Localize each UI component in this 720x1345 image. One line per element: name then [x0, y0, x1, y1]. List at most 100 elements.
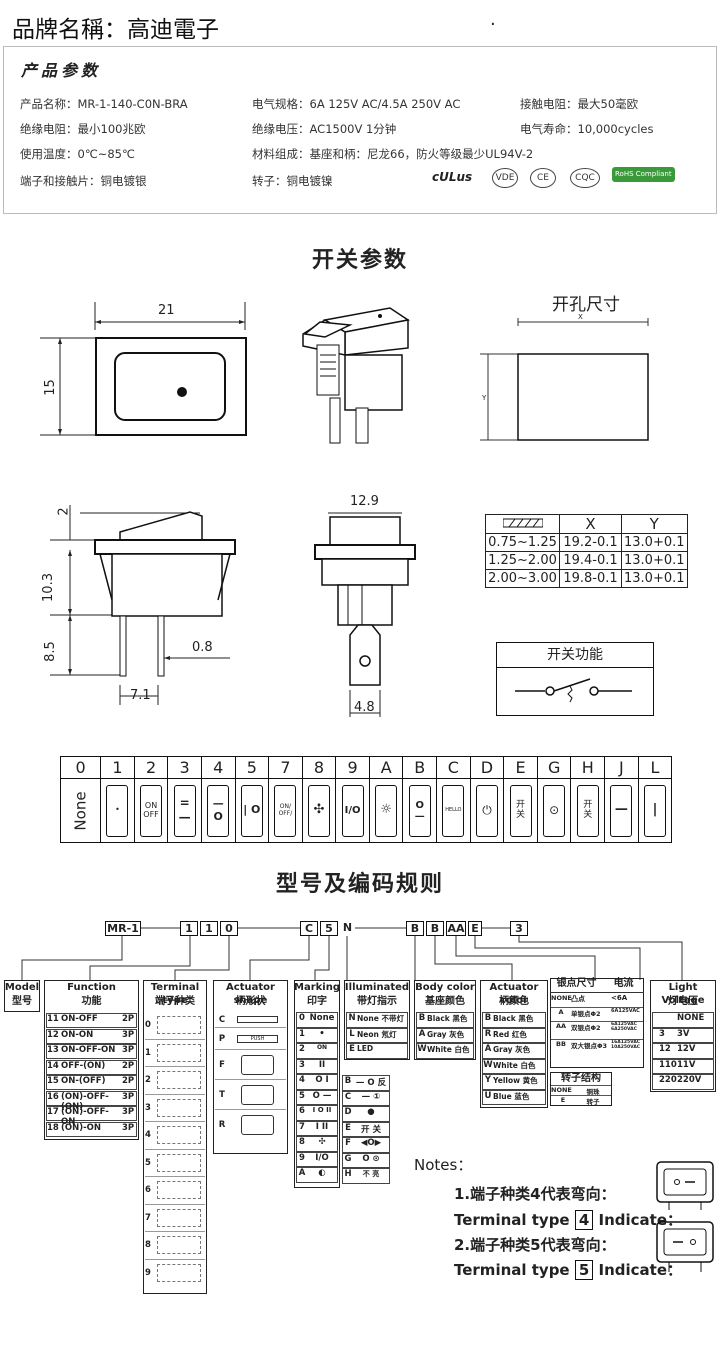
- group-contact: [550, 978, 644, 1068]
- strip-mark: O —: [402, 778, 438, 843]
- marking-code: 4: [299, 1075, 305, 1085]
- contact-code: A: [558, 1008, 564, 1016]
- iso-view-drawing: [302, 307, 410, 444]
- marking-value: I II: [315, 1121, 329, 1132]
- params-panel: [3, 46, 717, 214]
- note-2: 2.端子种类5代表弯向：: [454, 1236, 616, 1254]
- switch-function-title: 开关功能: [496, 642, 654, 668]
- marking-value: O —: [312, 1090, 332, 1101]
- code-box-voltage: 3: [510, 921, 528, 936]
- actuator-bar-circle-icon: | O: [240, 784, 263, 837]
- cert-cqc-icon: CQC: [570, 168, 600, 188]
- voltage-label-cn: 灯电压: [668, 996, 698, 1007]
- table-cell: 19.2-0.1: [559, 533, 622, 552]
- strip-mark-none: None: [59, 778, 102, 843]
- shape-code: F: [219, 1059, 225, 1070]
- cutout-y-label: Y: [482, 394, 487, 402]
- actuator-bars-icon: = —: [173, 784, 196, 837]
- notes-title: Notes：: [414, 1156, 473, 1174]
- terminal-code: 4: [145, 1130, 151, 1141]
- marking-value: — ①: [361, 1091, 381, 1102]
- strip-code: 0: [59, 756, 102, 779]
- note-1-text: Terminal type: [454, 1211, 570, 1229]
- actuator-bar-icon: |: [643, 784, 666, 837]
- illum-code: E: [349, 1044, 355, 1054]
- function-name: ON-OFF-ON: [61, 1045, 116, 1055]
- switch-symbol-icon: [515, 678, 632, 703]
- brand-dot: ·: [490, 14, 496, 35]
- body-label-en: Body color: [415, 982, 475, 993]
- terminal-diagram-icon: [157, 1098, 201, 1117]
- table-cell: 19.8-0.1: [559, 569, 622, 588]
- table-cell: 19.4-0.1: [559, 551, 622, 570]
- code-box-illum: N: [342, 921, 353, 934]
- contact-current: 16A125VAC 10A250VAC: [611, 1040, 641, 1051]
- note-1: 1.端子种类4代表弯向：: [454, 1185, 616, 1203]
- param-name: 产品名称：MR-1-140-C0N-BRA: [20, 97, 188, 111]
- marking-code: 5: [299, 1090, 305, 1101]
- function-name: (ON)-ON: [61, 1122, 101, 1133]
- strip-code: A: [368, 756, 404, 779]
- terminal-diagram-icon: [157, 1208, 201, 1227]
- list-item: 5 O —: [296, 1089, 338, 1105]
- contact-header-current: 电流: [613, 978, 634, 989]
- actuator-fan-icon: ✣: [308, 784, 330, 837]
- strip-code: G: [536, 756, 572, 779]
- function-pins: 3P: [122, 1045, 135, 1055]
- group-illuminated: [344, 980, 410, 1060]
- dim-width-12-9: 12.9: [350, 494, 379, 509]
- connector-lines: [21, 927, 683, 980]
- body-code: B: [418, 1013, 426, 1023]
- marking-code: 2: [299, 1044, 305, 1054]
- marking-value: 开 关: [361, 1124, 381, 1135]
- terminal-code: 6: [145, 1185, 151, 1196]
- voltage-value: 11V: [677, 1059, 696, 1070]
- marking-code: 6: [299, 1106, 305, 1116]
- group-function: [44, 980, 139, 1140]
- side-view-drawing: [50, 505, 236, 705]
- strip-mark: ⊙: [536, 778, 572, 843]
- color-code: R: [484, 1028, 492, 1039]
- dim-width-7-1: 7.1: [130, 688, 151, 703]
- note-2-tail: Indicate：: [598, 1261, 683, 1279]
- list-item: D●: [342, 1106, 390, 1122]
- strip-code: E: [503, 756, 538, 779]
- color-value: White 白色: [493, 1060, 536, 1070]
- voltage-code: [653, 1013, 677, 1027]
- contact-header: 银点尺寸 电流: [550, 978, 644, 993]
- strip-mark: ON OFF: [133, 778, 169, 843]
- dim-height-8-5: 8.5: [42, 641, 58, 662]
- strip-mark: I/O: [335, 778, 370, 843]
- marking-code: 7: [299, 1121, 305, 1132]
- table-cell: 13.0+0.1: [621, 533, 688, 552]
- strip-mark: HELLO: [436, 778, 471, 843]
- strip-mark: — O: [200, 778, 236, 843]
- note-2-number: 5: [574, 1260, 594, 1280]
- model-label-en: Model: [4, 982, 40, 993]
- group-light-voltage: [650, 980, 716, 1092]
- params-title: 产品参数: [21, 61, 102, 80]
- marking-value: I/O: [315, 1152, 329, 1163]
- marking-code: D: [344, 1107, 352, 1117]
- marking-value: ◀O▶: [360, 1138, 382, 1148]
- note-1-line: Terminal type 4 Indicate：: [454, 1209, 682, 1230]
- code-box-body: B: [406, 921, 424, 936]
- cutout-title: 开孔尺寸: [552, 295, 620, 315]
- list-item: A◐: [296, 1167, 338, 1183]
- terminal-diagram-icon: [157, 1181, 201, 1200]
- voltage-value: 12V: [677, 1044, 696, 1054]
- voltage-value: 3V: [677, 1028, 690, 1039]
- marking-label-cn: 印字: [307, 996, 327, 1007]
